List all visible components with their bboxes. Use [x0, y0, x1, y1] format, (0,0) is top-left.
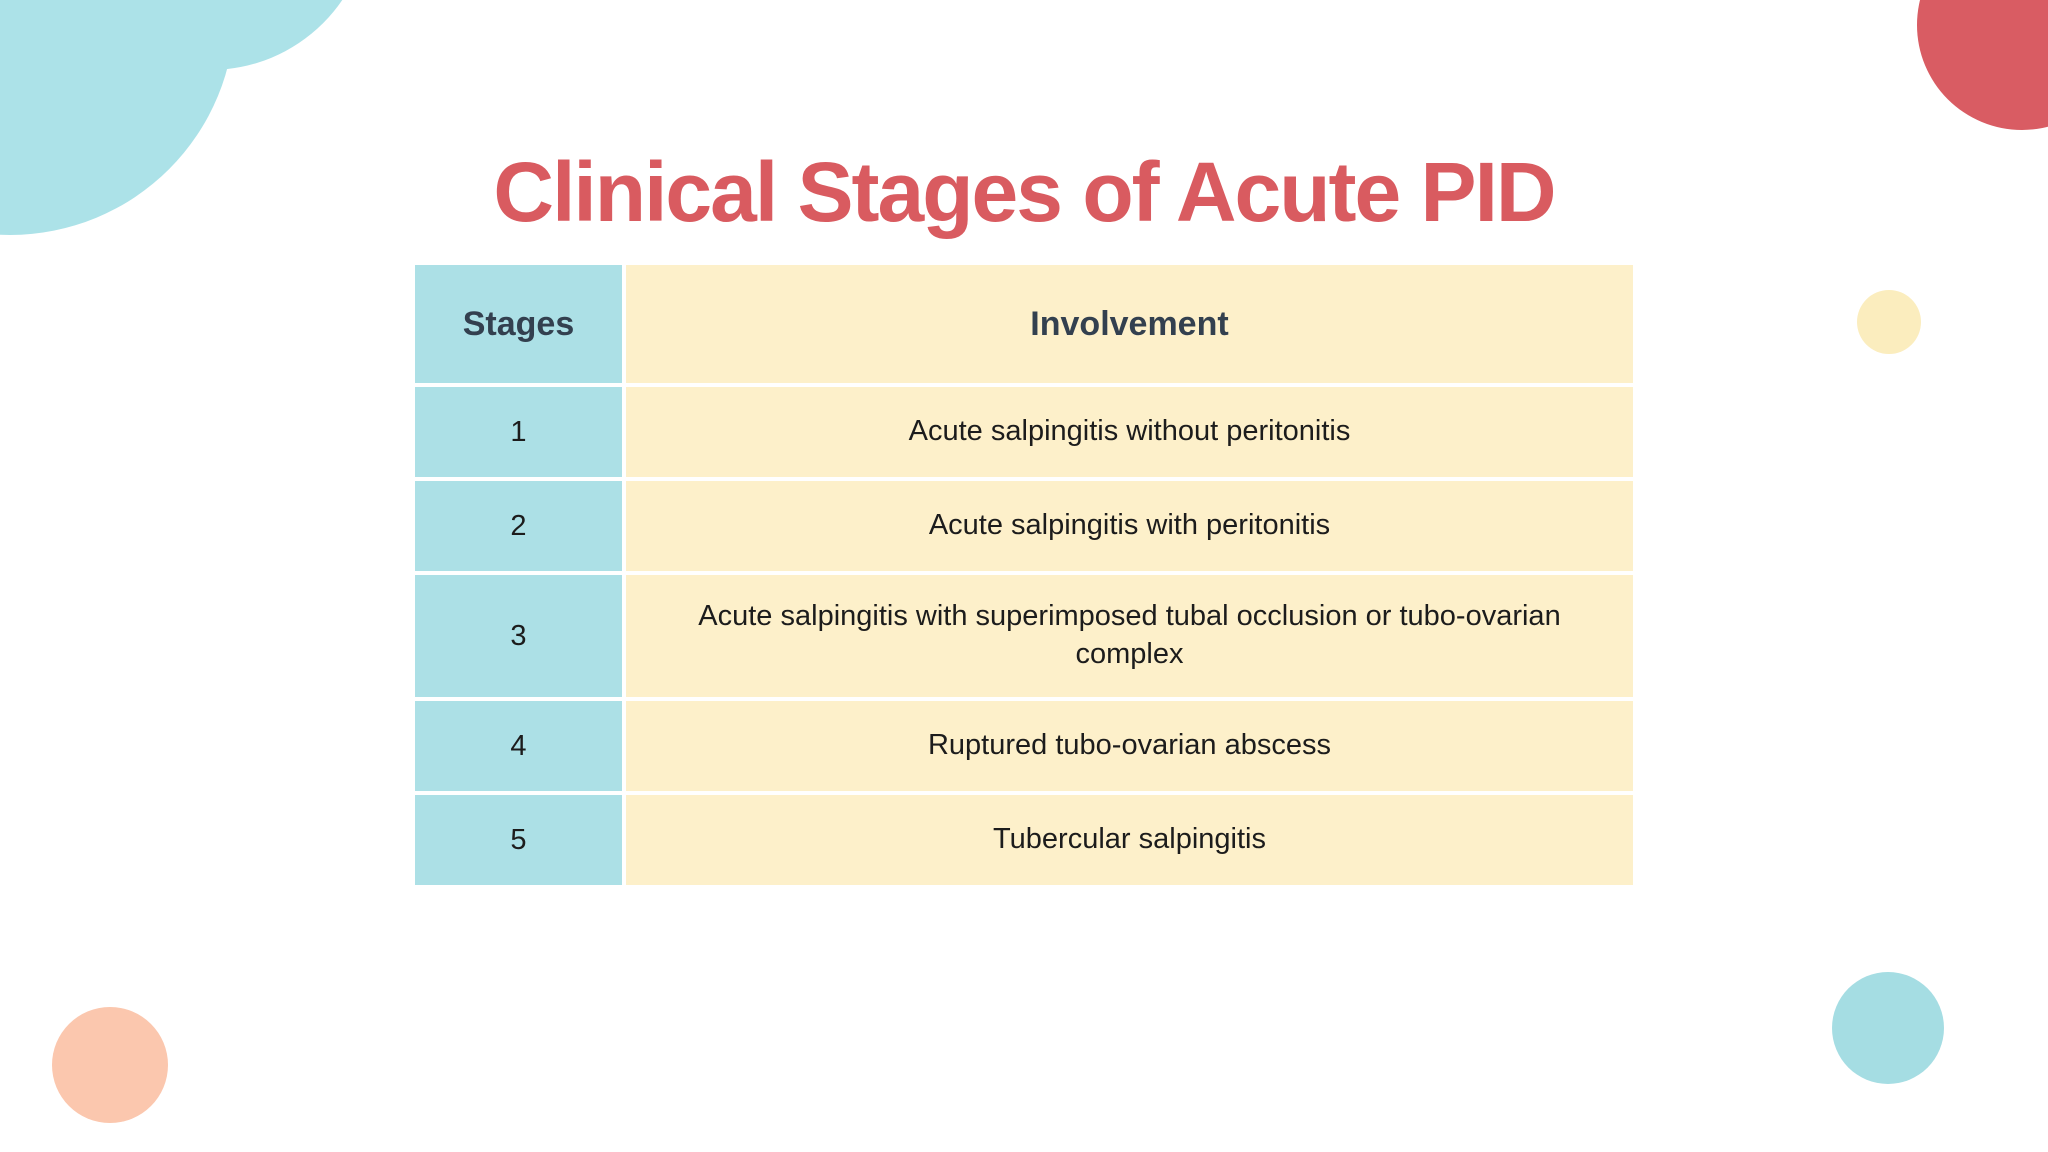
stage-number-cell: 1 — [415, 387, 622, 477]
involvement-cell: Acute salpingitis without peritonitis — [626, 387, 1633, 477]
stages-table: Stages Involvement 1 Acute salpingitis w… — [415, 265, 1633, 885]
involvement-cell: Tubercular salpingitis — [626, 795, 1633, 885]
slide-title: Clinical Stages of Acute PID — [493, 145, 1556, 240]
table-header-involvement: Involvement — [626, 265, 1633, 383]
involvement-cell: Ruptured tubo-ovarian abscess — [626, 701, 1633, 791]
stage-number-cell: 4 — [415, 701, 622, 791]
involvement-cell: Acute salpingitis with superimposed tuba… — [626, 575, 1633, 697]
decor-circle-bottom-right — [1832, 972, 1944, 1084]
involvement-cell: Acute salpingitis with peritonitis — [626, 481, 1633, 571]
decor-circle-bottom-left — [52, 1007, 168, 1123]
stage-number-cell: 5 — [415, 795, 622, 885]
decor-circle-right-cream — [1857, 290, 1921, 354]
table-header-stages: Stages — [415, 265, 622, 383]
decor-circle-top-right — [1917, 0, 2048, 130]
stage-number-cell: 3 — [415, 575, 622, 697]
stage-number-cell: 2 — [415, 481, 622, 571]
